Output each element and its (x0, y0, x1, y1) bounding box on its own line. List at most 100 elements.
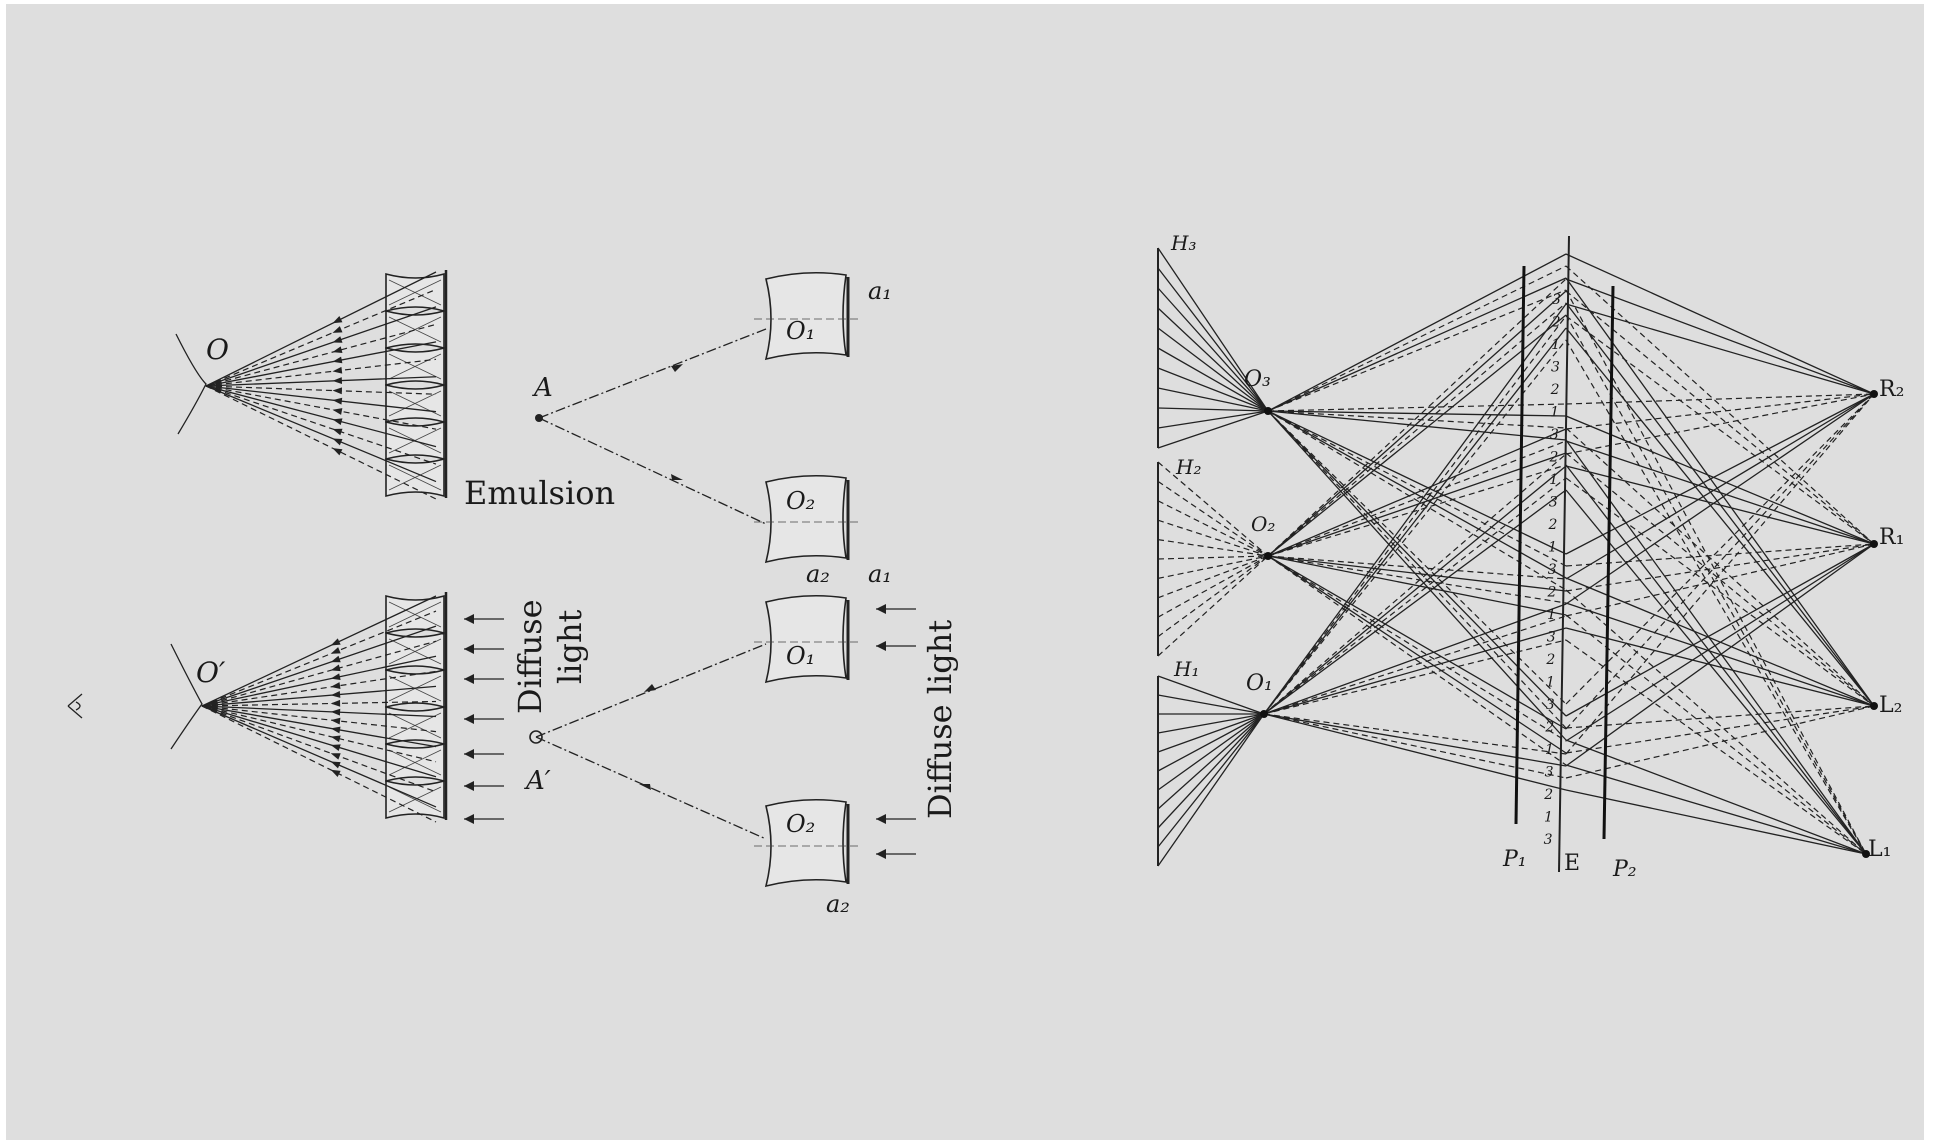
screen-P2 (1602, 285, 1615, 840)
fan-ray (201, 655, 437, 707)
screen-number: 3 (1552, 292, 1561, 308)
screen-number: 2 (1546, 585, 1556, 601)
projection-ray (1267, 277, 1567, 412)
plate-ray (1157, 267, 1269, 412)
lenslet-hatch (388, 353, 442, 380)
diffuse-arrowhead (876, 814, 886, 824)
plate-ray (1157, 713, 1265, 753)
label-R1: R₁ (1879, 525, 1904, 550)
projection-ray (1565, 705, 1875, 729)
fan-ray (205, 341, 437, 387)
screen-number: 1 (1551, 337, 1560, 353)
lenslet-hatch (388, 316, 442, 343)
projection-ray (1263, 303, 1567, 715)
plate-ray (1157, 713, 1265, 772)
ray-A-O1 (538, 328, 767, 419)
label-H1: H₁ (1173, 657, 1199, 681)
diffuse-arrowhead (464, 644, 474, 654)
projection-ray (1267, 410, 1567, 729)
projection-ray (1565, 439, 1867, 855)
screen-number: 3 (1547, 630, 1556, 646)
projection-ray (1565, 393, 1875, 605)
label-P1: P₁ (1502, 847, 1527, 872)
screen-number: 1 (1544, 810, 1553, 826)
diffuse-arrowhead (464, 749, 474, 759)
fan-arrow (330, 664, 341, 672)
diffuse-arrowhead (464, 814, 474, 824)
lenslet-hatch (388, 279, 442, 306)
label-P2: P₂ (1612, 857, 1637, 882)
fan-ray (201, 705, 437, 823)
lenslet-hatch (388, 638, 442, 665)
projection-ray (1565, 627, 1875, 707)
fan-ray (205, 385, 437, 430)
screen-number: 2 (1550, 382, 1560, 398)
projection-rays (1157, 247, 1878, 867)
integral-photography-diagram: O O′ A A′ Emulsion Diffuse light Diffuse… (67, 270, 959, 918)
figure-canvas: O O′ A A′ Emulsion Diffuse light Diffuse… (6, 4, 1924, 1140)
screen-number: 2 (1545, 652, 1555, 668)
fan-ray (201, 705, 437, 793)
plate-ray (1157, 480, 1269, 557)
lens-body (764, 474, 847, 564)
diffuse-arrowhead (876, 641, 886, 651)
screen-number: 1 (1548, 540, 1557, 556)
plate-ray (1157, 247, 1269, 412)
projection-ray (1267, 440, 1567, 557)
fan-arrow (332, 356, 343, 364)
projection-ray (1565, 393, 1875, 555)
lens-body (764, 798, 847, 888)
fan-ray (201, 705, 437, 763)
target-point (1870, 702, 1878, 710)
projection-ray (1263, 339, 1567, 715)
fan-ray (205, 288, 437, 387)
diffuse-arrowhead (464, 781, 474, 791)
lens-body (764, 271, 847, 361)
point-A-prime (529, 730, 543, 744)
projection-ray (1565, 393, 1875, 405)
fan-arrow (332, 387, 343, 395)
plate-ray (1157, 694, 1265, 715)
diffuse-light-arrows-left (464, 614, 504, 824)
plate-ray (1157, 555, 1269, 657)
lenslet-hatch (388, 786, 442, 813)
fan-ray (205, 306, 437, 387)
fan-ray (201, 705, 437, 808)
label-L1: L₁ (1868, 837, 1891, 862)
lens-point (1264, 407, 1272, 415)
projection-ray (1565, 464, 1867, 855)
label-a2-top: a₂ (806, 560, 830, 588)
fan-arrow (332, 346, 343, 353)
projection-ray (1267, 410, 1567, 567)
label-a1-top: a₁ (868, 277, 892, 305)
screen-number: 3 (1550, 427, 1559, 443)
plate-ray (1157, 713, 1265, 829)
lens-cells (754, 271, 861, 888)
projection-ray (1267, 410, 1567, 417)
plate-ray (1157, 347, 1269, 412)
label-A-prime: A′ (524, 766, 551, 796)
observer-curve-bottom (170, 643, 203, 750)
projection-ray (1267, 452, 1567, 557)
fan-ray (201, 700, 437, 707)
projection-ray (1565, 705, 1875, 779)
label-R2: R₂ (1879, 377, 1904, 402)
fan-ray (205, 385, 437, 500)
projection-ray (1267, 302, 1567, 557)
projection-ray (1565, 589, 1867, 855)
fan-ray (205, 271, 437, 387)
projection-ray (1565, 543, 1875, 567)
projection-ray (1565, 393, 1875, 430)
projection-ray (1267, 464, 1567, 557)
projection-ray (1267, 428, 1567, 557)
projection-ray (1267, 290, 1567, 557)
fan-ray (205, 358, 437, 387)
plate-ray (1157, 713, 1265, 734)
projection-ray (1565, 253, 1875, 395)
plate-ray (1157, 713, 1265, 810)
screen-P1 (1514, 265, 1526, 825)
projection-ray (1263, 465, 1567, 715)
lenslet-array-bottom (385, 592, 448, 820)
projection-ray (1267, 289, 1567, 412)
